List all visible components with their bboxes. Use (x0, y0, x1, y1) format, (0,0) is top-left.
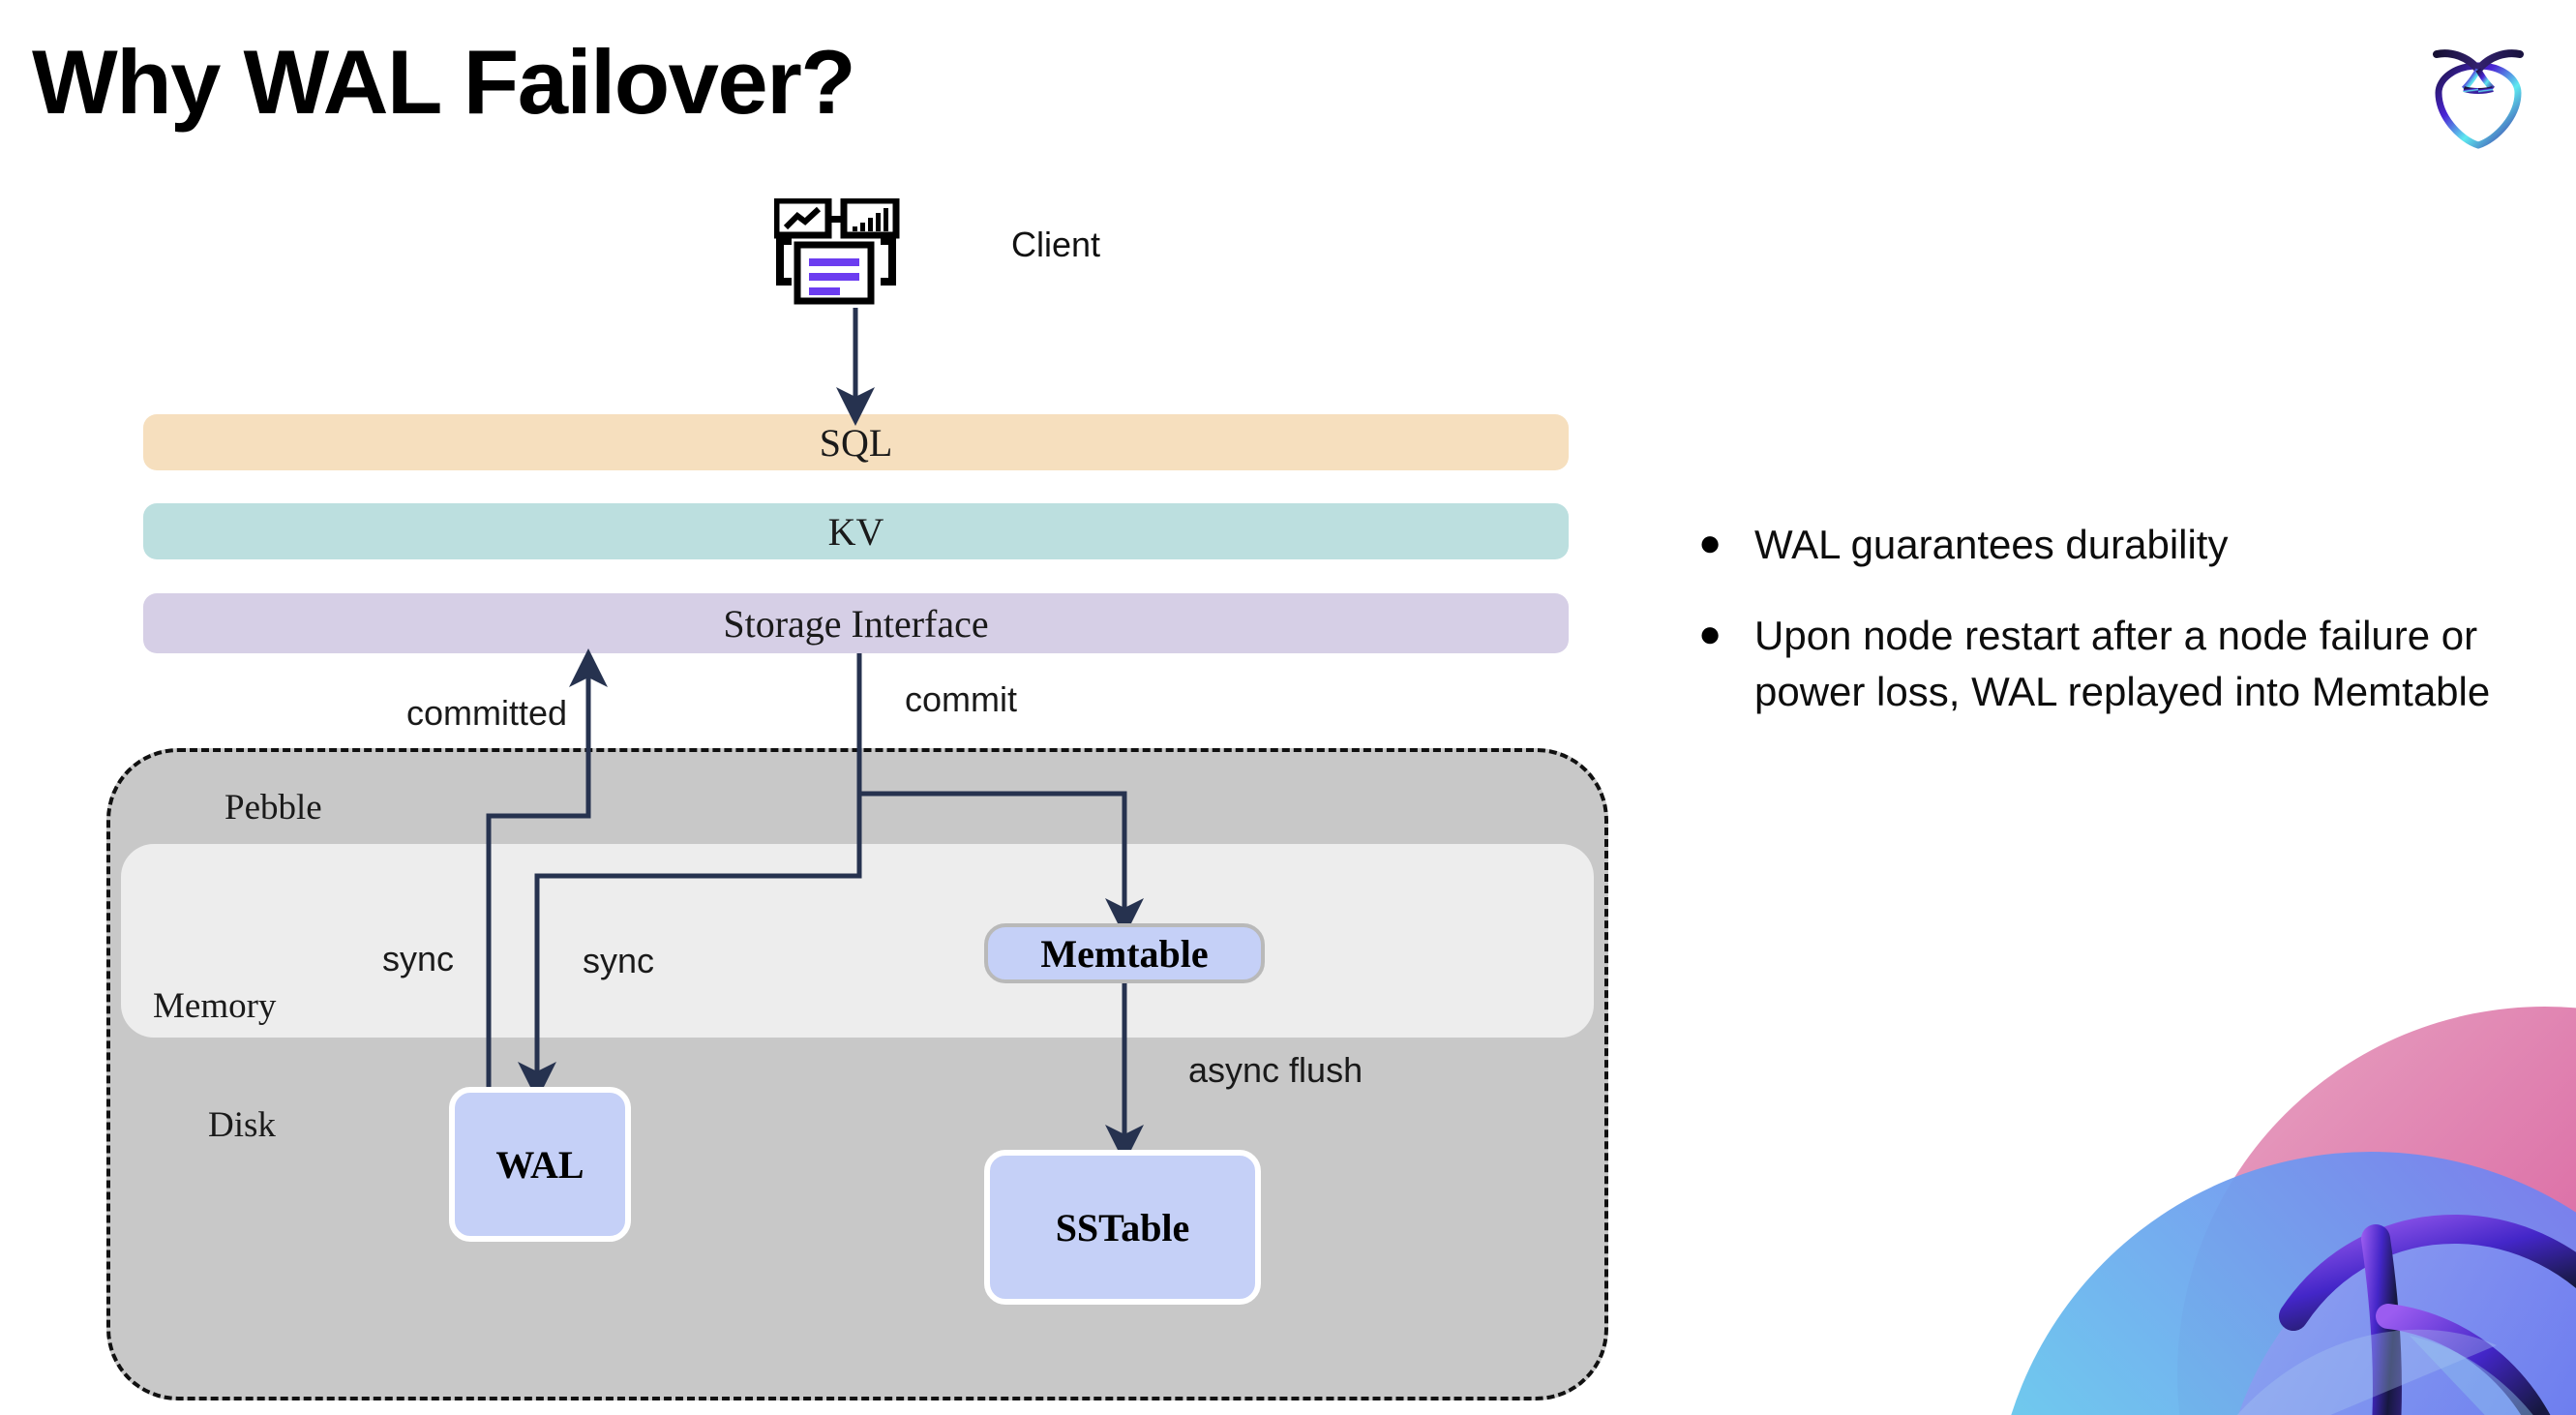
edge-label-async-flush: async flush (1188, 1050, 1363, 1090)
client-dashboard-icon (772, 196, 929, 310)
layer-bar-sql: SQL (143, 414, 1569, 470)
list-item: ● WAL guarantees durability (1698, 517, 2531, 573)
bullet-marker-icon: ● (1698, 612, 1722, 655)
client-label: Client (1011, 225, 1101, 264)
node-wal: WAL (449, 1087, 631, 1242)
disk-label: Disk (208, 1105, 276, 1145)
pebble-label: Pebble (225, 788, 322, 828)
edge-label-sync-right: sync (583, 941, 655, 980)
node-sstable: SSTable (984, 1150, 1261, 1305)
node-label-sstable: SSTable (1055, 1205, 1190, 1249)
node-label-wal: WAL (495, 1142, 584, 1187)
page-title: Why WAL Failover? (32, 31, 856, 133)
bullet-text: WAL guarantees durability (1754, 522, 2229, 567)
layer-label-storage-interface: Storage Interface (723, 601, 989, 646)
memory-label: Memory (153, 986, 277, 1026)
edge-label-committed: committed (406, 693, 568, 733)
edge-label-commit: commit (905, 679, 1017, 719)
memory-region (121, 844, 1594, 1038)
node-label-memtable: Memtable (1040, 931, 1209, 976)
edge-label-sync-left: sync (382, 939, 455, 978)
cockroach-labs-watermark-icon (1955, 929, 2576, 1415)
layer-bar-kv: KV (143, 503, 1569, 559)
bullet-text: Upon node restart after a node failure o… (1754, 612, 2491, 714)
layer-label-sql: SQL (819, 420, 893, 465)
cockroach-labs-logo-icon (2425, 35, 2531, 151)
layer-label-kv: KV (827, 509, 884, 554)
list-item: ● Upon node restart after a node failure… (1698, 608, 2531, 720)
bullet-list: ● WAL guarantees durability ● Upon node … (1698, 517, 2531, 755)
bullet-marker-icon: ● (1698, 522, 1722, 564)
node-memtable: Memtable (984, 923, 1265, 983)
layer-bar-storage: Storage Interface (143, 593, 1569, 653)
